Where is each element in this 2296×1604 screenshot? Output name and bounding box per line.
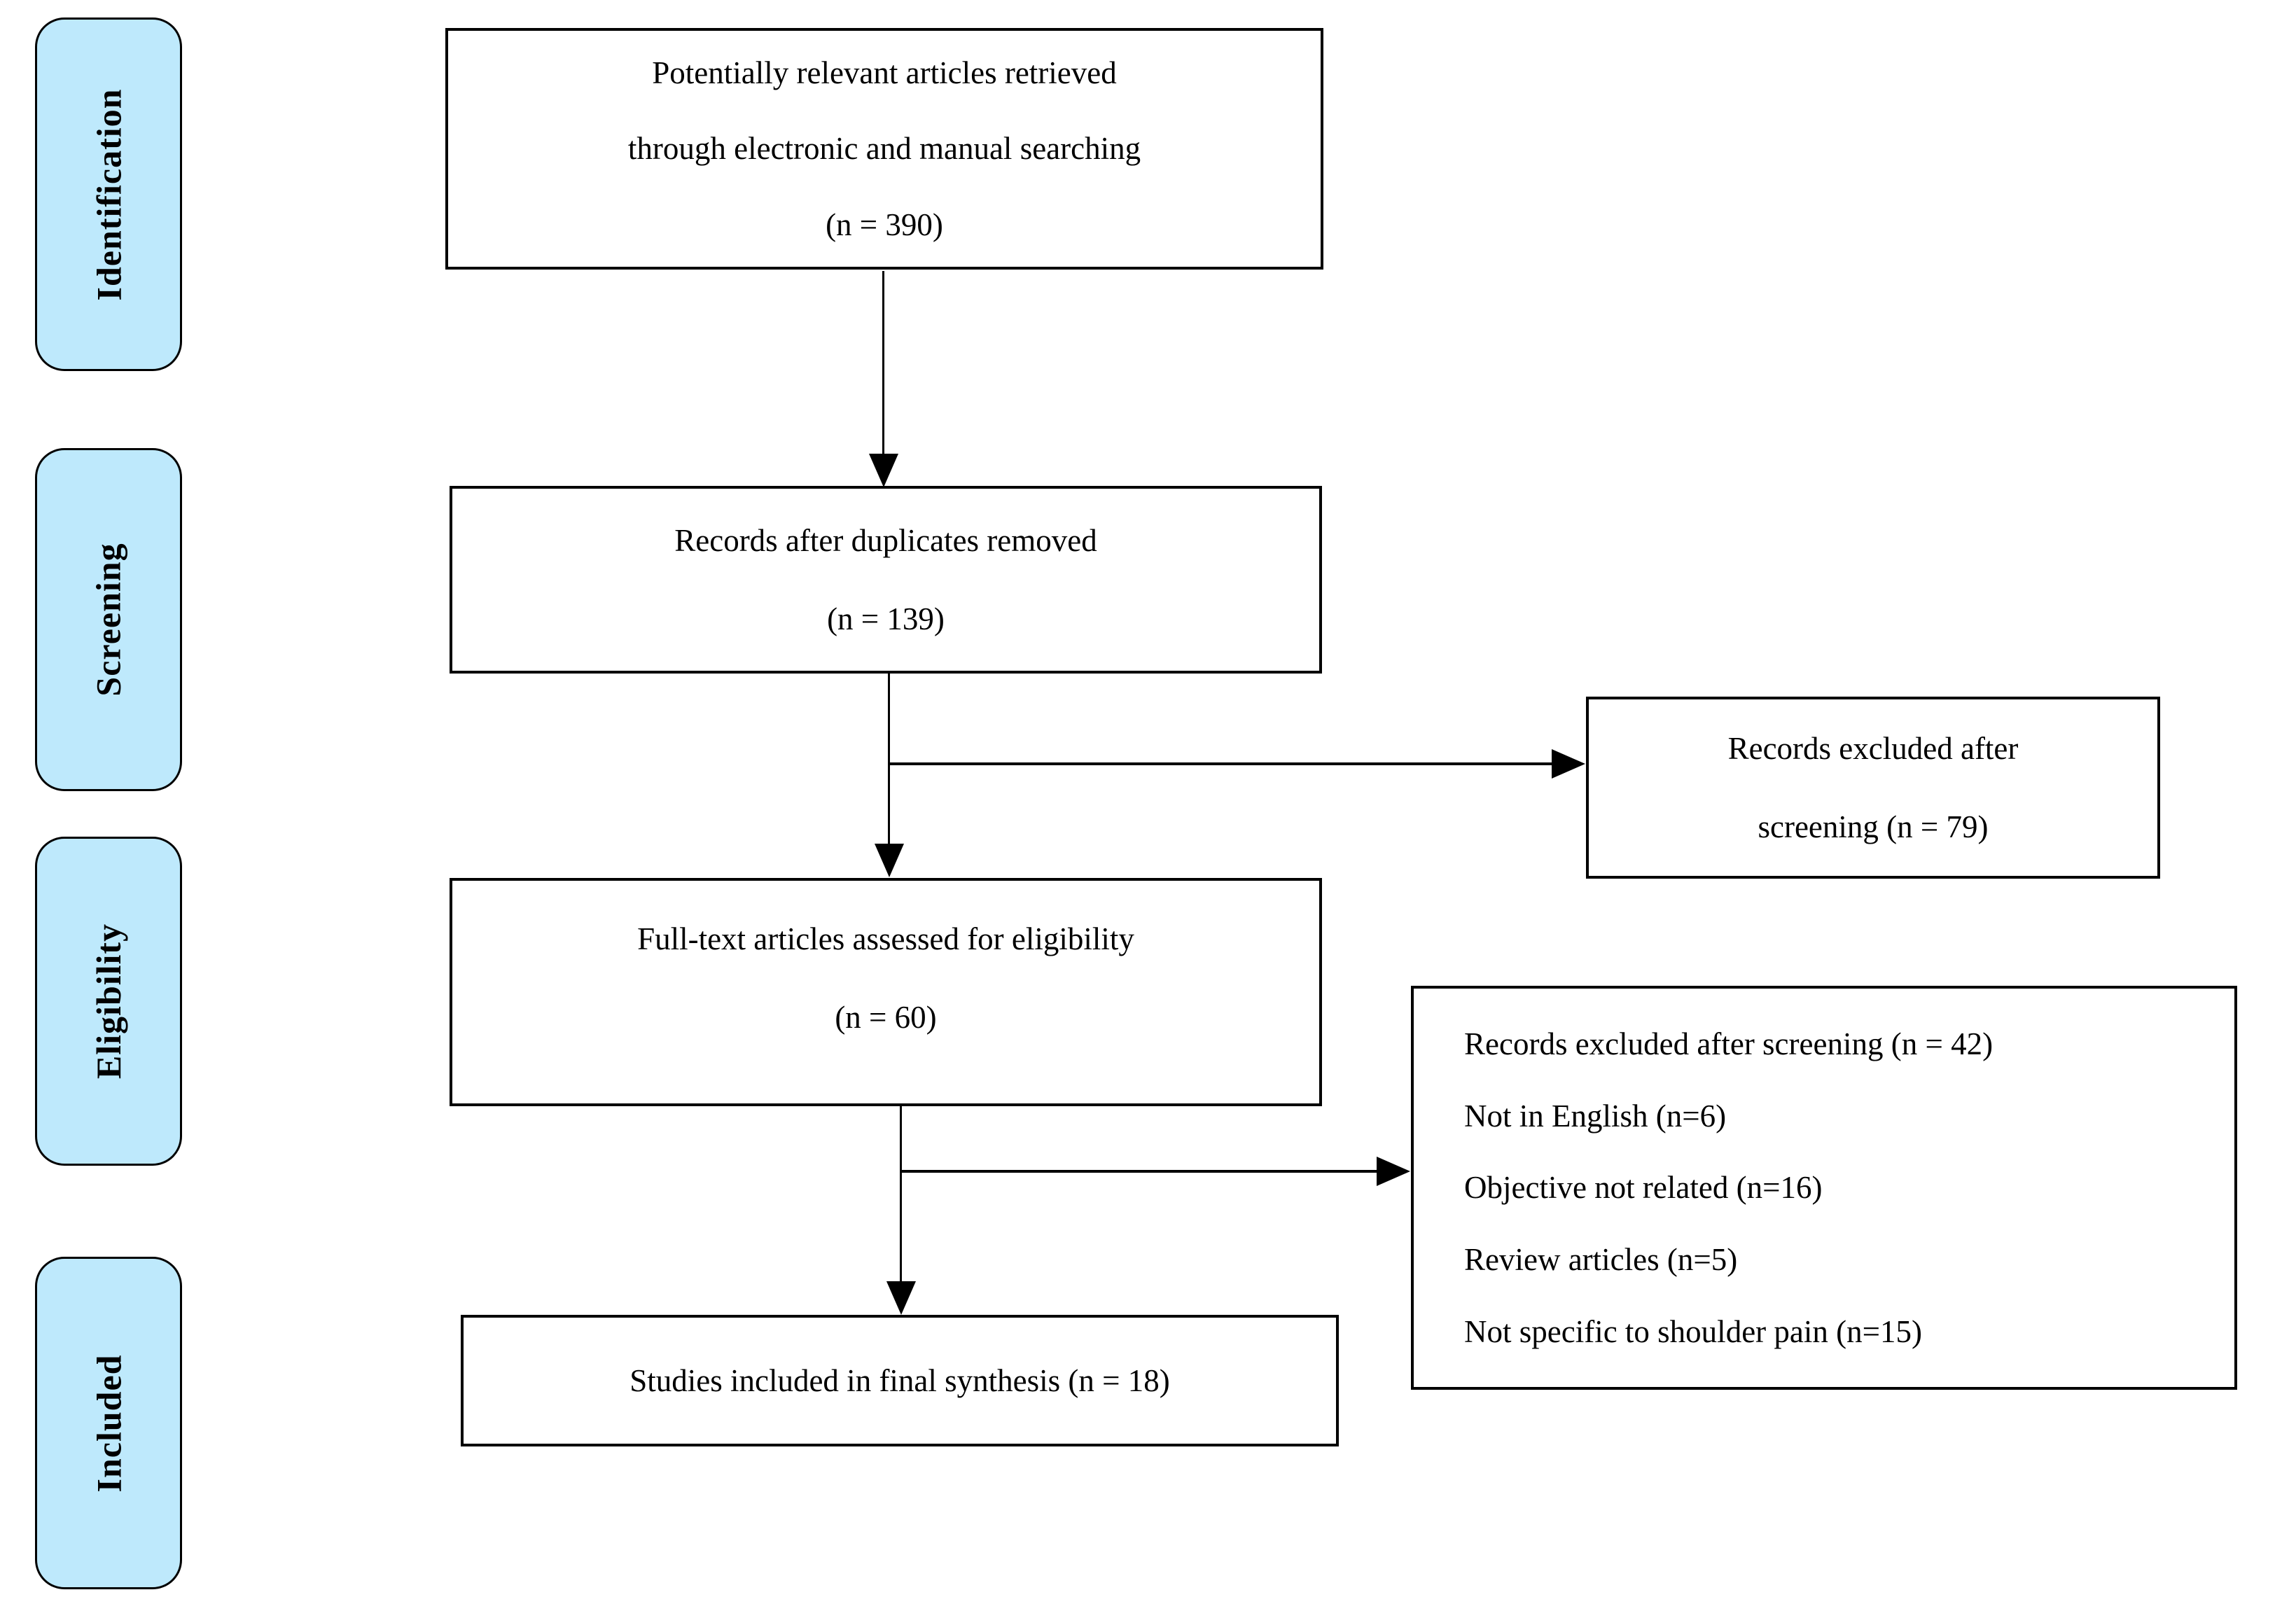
- branch-to-excluded-fulltext-head-icon: [1377, 1157, 1410, 1186]
- excluded-fulltext-total: Records excluded after screening (n = 42…: [1464, 1026, 1994, 1062]
- arrow-duplicates-to-fulltext-line: [888, 674, 890, 845]
- box-fulltext-assessed: Full-text articles assessed for eligibil…: [450, 878, 1322, 1106]
- arrow-fulltext-to-final-line: [900, 1106, 902, 1283]
- box-fulltext-line1: Full-text articles assessed for eligibil…: [637, 921, 1134, 956]
- stage-screening-label: Screening: [89, 543, 128, 697]
- stage-identification-label: Identification: [89, 88, 128, 300]
- box-excluded-screening-line1: Records excluded after: [1727, 730, 2019, 766]
- box-retrieved-line1: Potentially relevant articles retrieved: [652, 55, 1117, 91]
- excluded-objective: Objective not related (n=16): [1464, 1170, 1823, 1206]
- arrow-duplicates-to-fulltext-head-icon: [875, 844, 904, 877]
- excluded-not-shoulder: Not specific to shoulder pain (n=15): [1464, 1313, 1922, 1349]
- excluded-not-english: Not in English (n=6): [1464, 1098, 1727, 1134]
- stage-eligibility-label: Eligibility: [89, 923, 129, 1080]
- box-excluded-screening-line2: screening (n = 79): [1758, 809, 1989, 844]
- stage-eligibility: Eligibility: [35, 837, 182, 1166]
- stage-screening: Screening: [35, 448, 182, 791]
- box-retrieved-line2: through electronic and manual searching: [627, 131, 1141, 167]
- stage-included-label: Included: [89, 1354, 128, 1492]
- box-duplicates-line1: Records after duplicates removed: [674, 522, 1097, 558]
- excluded-review-articles: Review articles (n=5): [1464, 1241, 1738, 1277]
- branch-to-excluded-screening-head-icon: [1552, 749, 1585, 779]
- box-final-included: Studies included in final synthesis (n =…: [461, 1315, 1339, 1446]
- arrow-retrieved-to-duplicates-line: [882, 271, 884, 455]
- box-duplicates-count: (n = 139): [827, 601, 945, 636]
- box-retrieved-count: (n = 390): [826, 207, 943, 242]
- box-excluded-screening: Records excluded after screening (n = 79…: [1586, 697, 2160, 879]
- branch-to-excluded-fulltext-line: [900, 1170, 1379, 1173]
- box-fulltext-count: (n = 60): [835, 1000, 937, 1035]
- arrow-fulltext-to-final-head-icon: [886, 1281, 916, 1315]
- box-excluded-fulltext: Records excluded after screening (n = 42…: [1411, 986, 2237, 1390]
- box-duplicates-removed: Records after duplicates removed (n = 13…: [450, 486, 1322, 674]
- stage-included: Included: [35, 1257, 182, 1589]
- arrow-retrieved-to-duplicates-head-icon: [869, 454, 898, 487]
- branch-to-excluded-screening-line: [888, 762, 1553, 765]
- box-final-included-line1: Studies included in final synthesis (n =…: [629, 1362, 1170, 1398]
- stage-identification: Identification: [35, 18, 182, 371]
- box-retrieved: Potentially relevant articles retrieved …: [445, 28, 1323, 270]
